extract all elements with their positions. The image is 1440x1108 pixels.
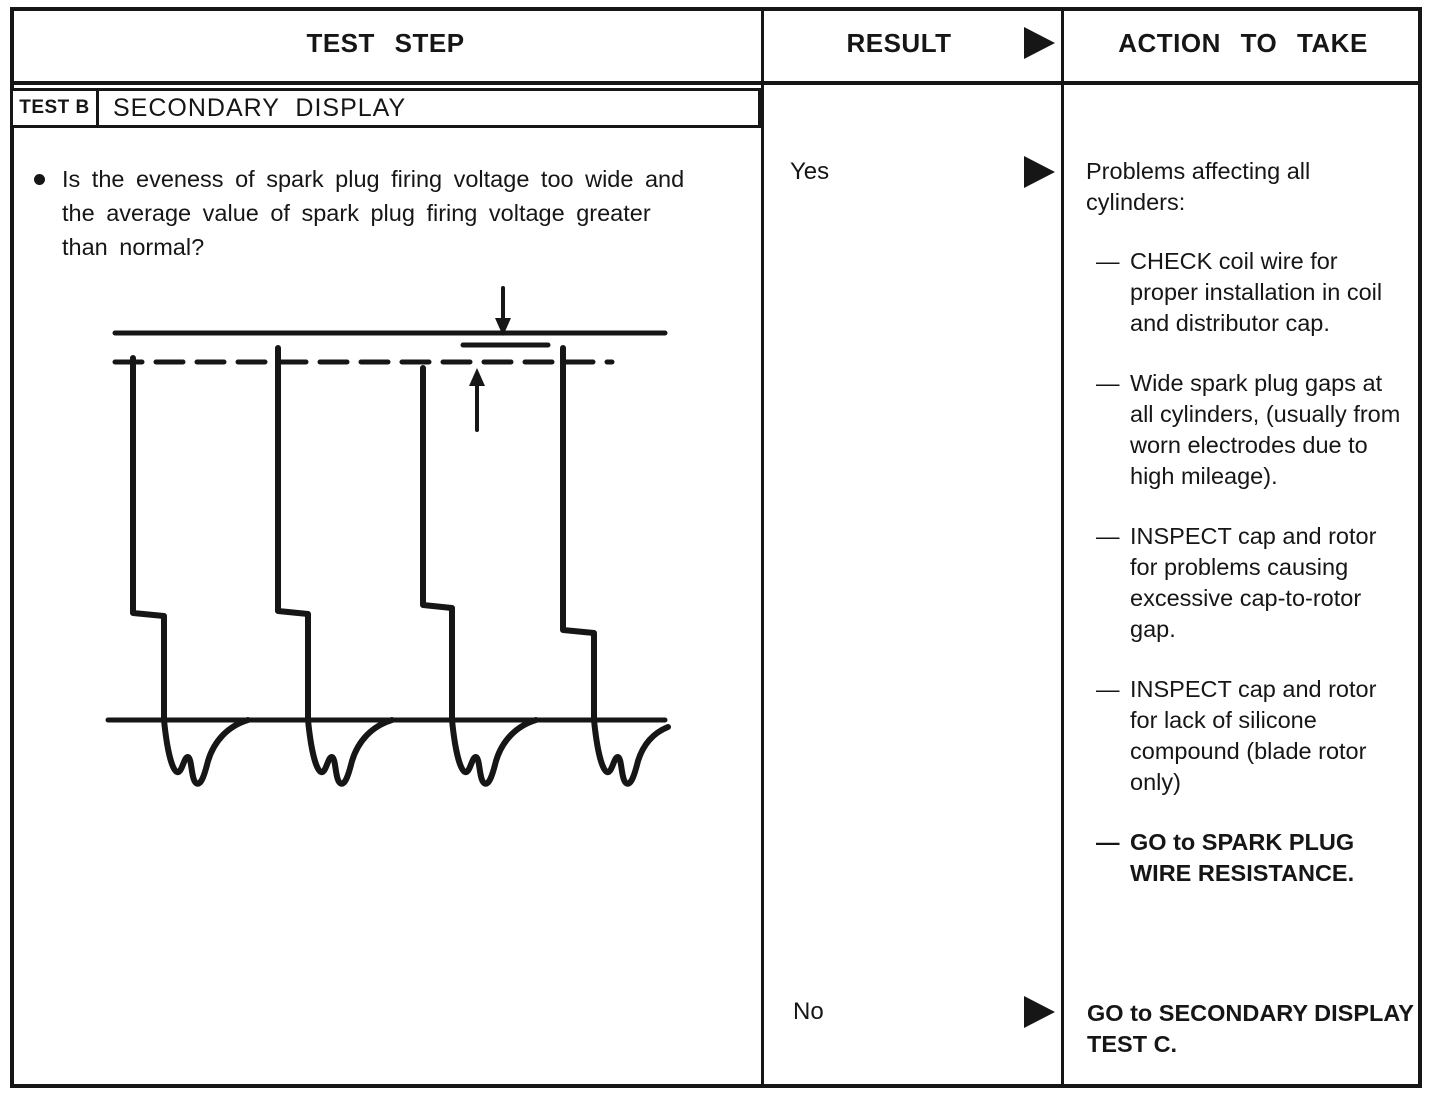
column-header-result: RESULT (846, 28, 952, 58)
action-item: — INSPECT cap and rotor for lack of sili… (1086, 674, 1410, 798)
table-border (10, 7, 1422, 1088)
result-yes-label: Yes (790, 158, 830, 185)
action-item: — CHECK coil wire for proper installatio… (1086, 246, 1410, 339)
action-item: — INSPECT cap and rotor for problems cau… (1086, 521, 1410, 645)
test-title: SECONDARY DISPLAY (113, 93, 407, 122)
waveform-diagram (105, 286, 671, 787)
action-item: — Wide spark plug gaps at all cylinders,… (1086, 368, 1410, 492)
column-divider-2 (1061, 7, 1064, 1088)
action-list: Problems affecting all cylinders: — CHEC… (1086, 156, 1410, 918)
action-item-go-to: — GO to SPARK PLUG WIRE RESISTANCE. (1086, 827, 1410, 889)
action-text: GO to SPARK PLUG WIRE RESISTANCE. (1130, 829, 1355, 886)
no-action-text: GO to SECONDARY DISPLAY TEST C. (1087, 1000, 1414, 1057)
no-arrow-icon (1024, 996, 1055, 1028)
bullet-icon (34, 162, 62, 264)
header-row-divider (10, 81, 1422, 85)
dash-bullet: — (1096, 676, 1120, 702)
test-section-header: TEST B SECONDARY DISPLAY (10, 88, 761, 128)
action-text: Wide spark plug gaps at all cylinders, (… (1130, 370, 1401, 489)
dash-bullet: — (1096, 523, 1120, 549)
column-header-action: ACTION TO TAKE (1118, 28, 1368, 58)
question-text: Is the eveness of spark plug firing volt… (62, 166, 685, 260)
test-label: TEST B (13, 91, 99, 125)
yes-arrow-icon (1024, 156, 1055, 188)
result-arrow-icon (1024, 27, 1055, 59)
column-divider-1 (761, 7, 764, 1088)
action-text: CHECK coil wire for proper installation … (1130, 248, 1383, 336)
result-no-label: No (793, 998, 824, 1025)
dash-bullet: — (1096, 248, 1120, 274)
dash-bullet: — (1096, 829, 1120, 855)
dash-bullet: — (1096, 370, 1120, 396)
action-text: INSPECT cap and rotor for lack of silico… (1130, 676, 1377, 795)
action-intro: Problems affecting all cylinders: (1086, 158, 1311, 215)
action-text: INSPECT cap and rotor for problems causi… (1130, 523, 1377, 642)
test-question: Is the eveness of spark plug firing volt… (34, 162, 706, 264)
column-header-test-step: TEST STEP (306, 28, 465, 58)
